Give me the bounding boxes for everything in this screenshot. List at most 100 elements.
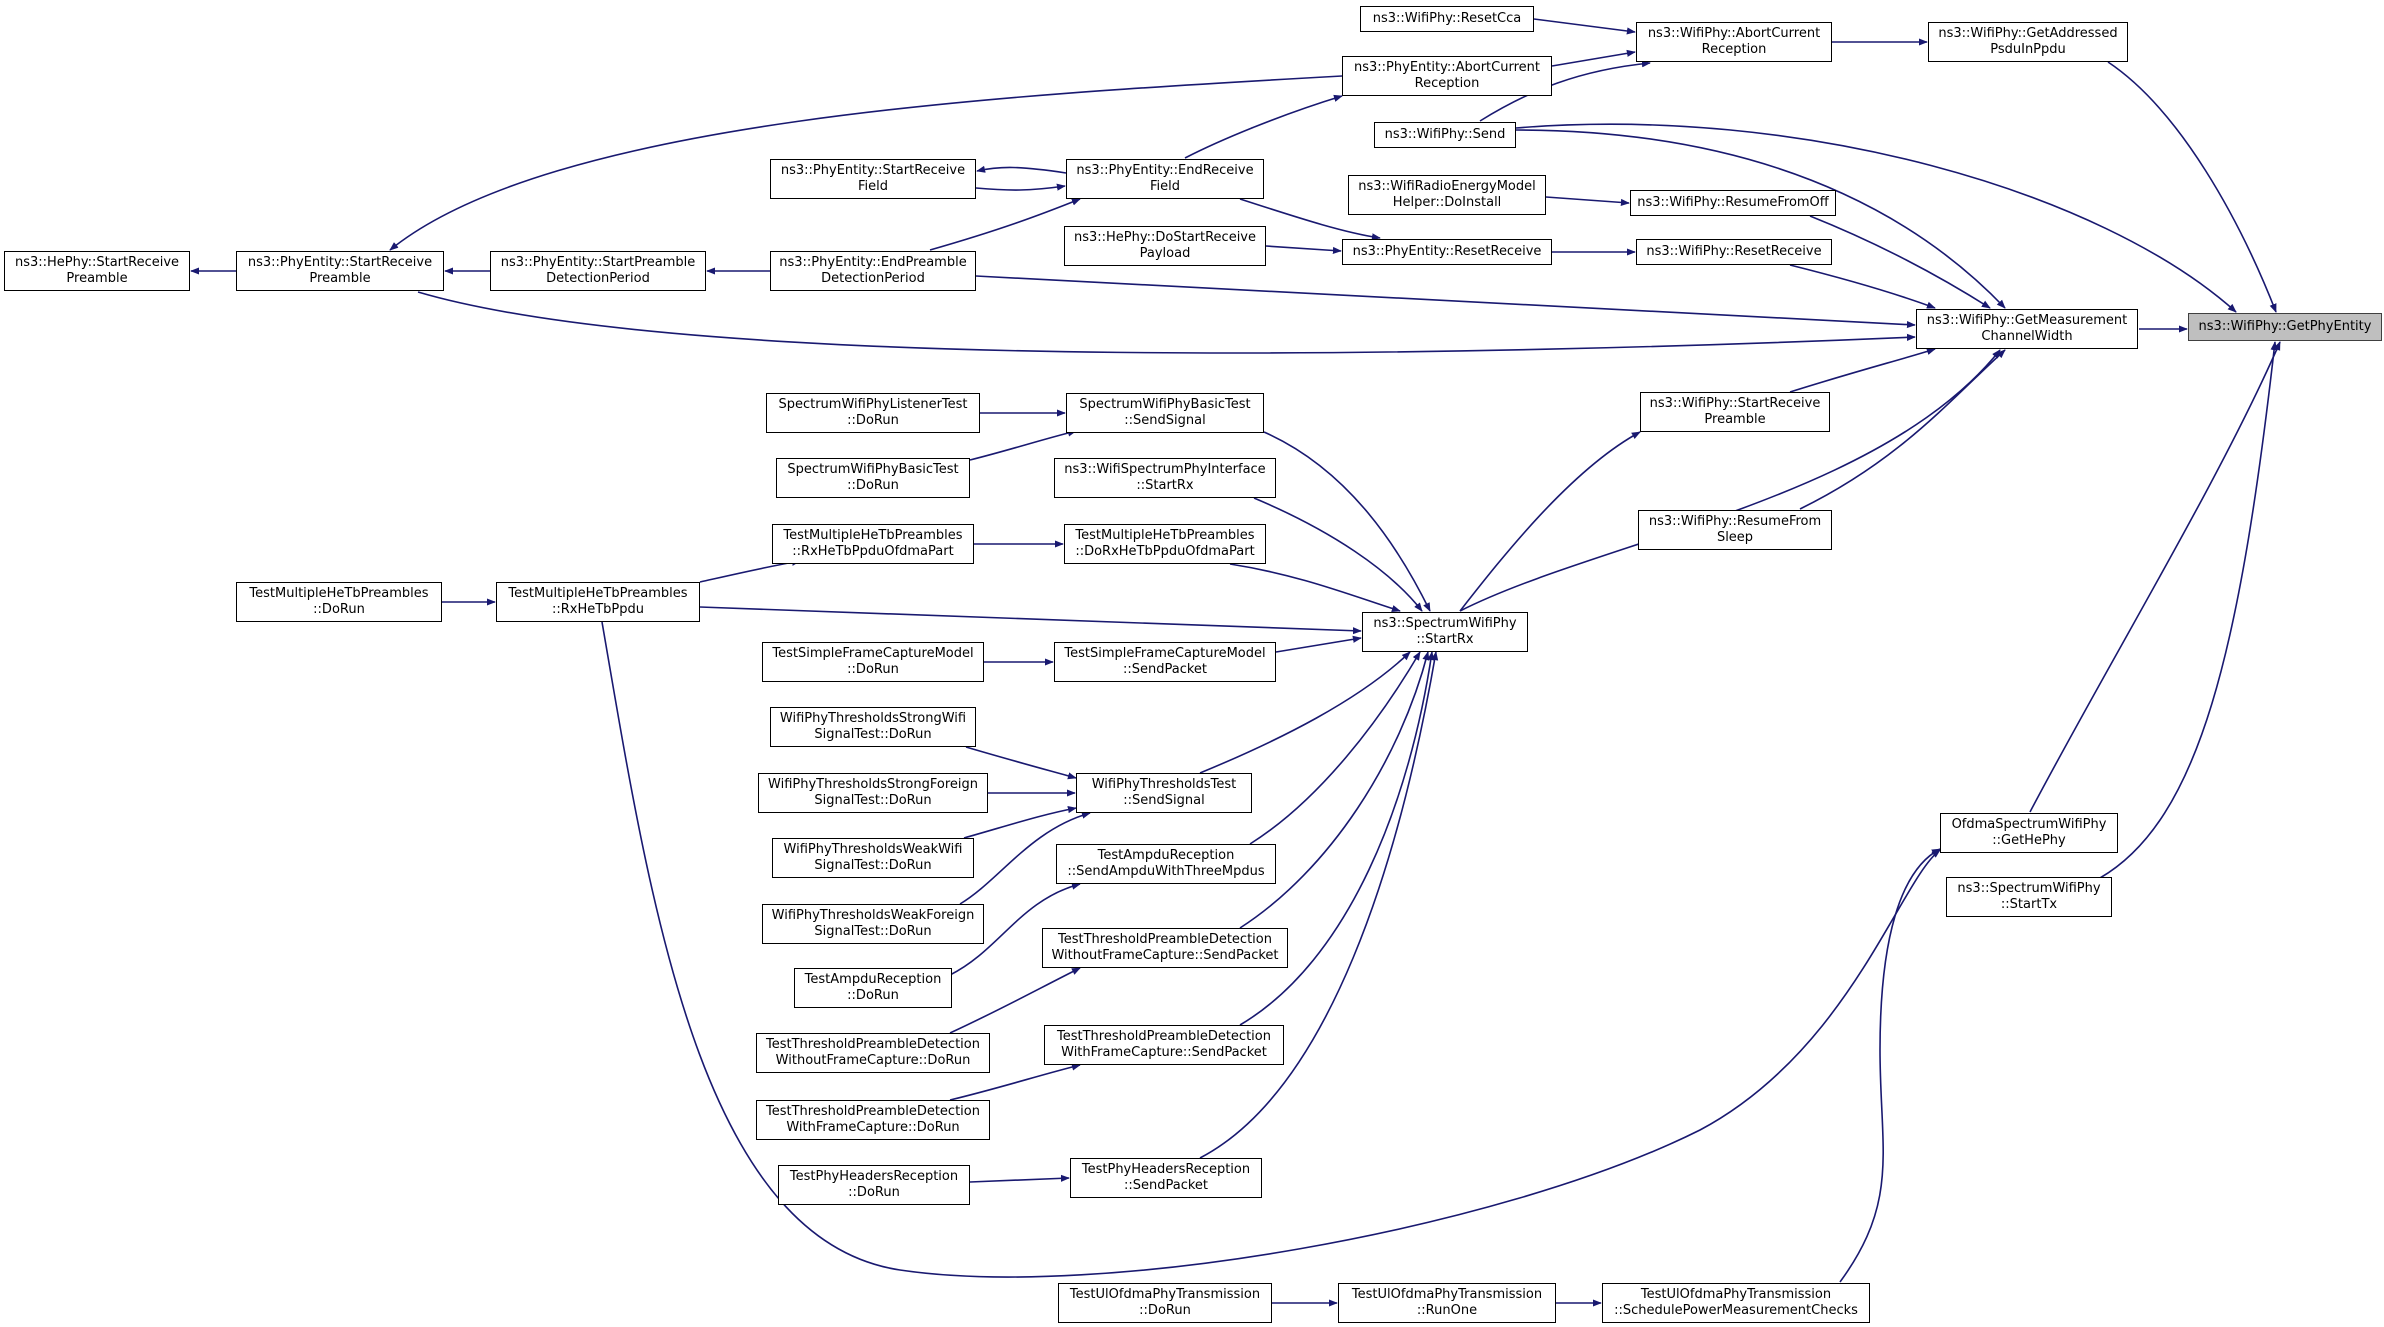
edge-tpdwodorun-to-tpdwosend xyxy=(949,967,1081,1034)
node-spectrumwifiphybasictest-dorun[interactable]: SpectrumWifiPhyBasicTest::DoRun xyxy=(776,458,970,498)
node-label-line: ::DoRun xyxy=(847,413,899,428)
node-testmultiplehetbpreambles-rxhetbppdu[interactable]: TestMultipleHeTbPreambles::RxHeTbPpdu xyxy=(496,582,700,622)
node-testampdureception-sendampduwiththreempdus[interactable]: TestAmpduReception::SendAmpduWithThreeMp… xyxy=(1056,844,1276,884)
edge-tmhrx-to-startrx xyxy=(699,606,1362,635)
edge-dorxofdma-to-startrx xyxy=(1229,563,1401,612)
node-label-line: Preamble xyxy=(1704,412,1766,427)
node-label-line: ::RxHeTbPpduOfdmaPart xyxy=(792,544,954,559)
node-label-line: ::SendAmpduWithThreeMpdus xyxy=(1067,864,1265,879)
node-label-line: TestAmpduReception xyxy=(804,972,942,987)
node-label-line: TestSimpleFrameCaptureModel xyxy=(1064,646,1266,661)
edge-startrxfield-to-endrxfield xyxy=(975,183,1066,191)
node-wifiphy-resetcca[interactable]: ns3::WifiPhy::ResetCca xyxy=(1360,6,1534,32)
node-label-line: ::DoRun xyxy=(847,988,899,1003)
node-wifiphy-resetreceive[interactable]: ns3::WifiPhy::ResetReceive xyxy=(1636,239,1832,265)
node-spectrumwifiphylistenertest-dorun[interactable]: SpectrumWifiPhyListenerTest::DoRun xyxy=(766,393,980,433)
edge-tsfcsend-to-startrx xyxy=(1275,635,1362,653)
node-spectrumwifiphy-startrx[interactable]: ns3::SpectrumWifiPhy::StartRx xyxy=(1362,612,1528,652)
node-label-line: ::DoRun xyxy=(847,478,899,493)
node-label-line: ::StartRx xyxy=(1136,478,1194,493)
edge-startrx-to-wpstartrxpre xyxy=(1459,431,1641,612)
node-wifispectrumphyinterface-startrx[interactable]: ns3::WifiSpectrumPhyInterface::StartRx xyxy=(1054,458,1276,498)
node-label-line: ns3::PhyEntity::ResetReceive xyxy=(1352,244,1542,259)
node-label-line: TestPhyHeadersReception xyxy=(789,1169,959,1184)
node-spectrumwifiphybasictest-sendsignal[interactable]: SpectrumWifiPhyBasicTest::SendSignal xyxy=(1066,393,1264,433)
node-label-line: ns3::WifiPhy::GetMeasurement xyxy=(1926,313,2128,328)
node-testsimpleframecapturemodel-sendpacket[interactable]: TestSimpleFrameCaptureModel::SendPacket xyxy=(1054,642,1276,682)
node-label-line: ::DoRun xyxy=(848,1185,900,1200)
node-label-line: WifiPhyThresholdsStrongForeign xyxy=(768,777,978,792)
node-label-line: SignalTest::DoRun xyxy=(814,858,932,873)
edge-peabort-to-wpabort xyxy=(1551,49,1636,67)
edge-endrxfield-to-peresetrx xyxy=(1239,198,1381,241)
node-label-line: ::SchedulePowerMeasurementChecks xyxy=(1614,1303,1858,1318)
node-testulofdmaphytransmission-schedulepowermeasurementchecks[interactable]: TestUlOfdmaPhyTransmission::SchedulePowe… xyxy=(1602,1283,1870,1323)
edge-enddet-to-getmeascw xyxy=(975,275,1916,329)
node-testmultiplehetbpreambles-dorun[interactable]: TestMultipleHeTbPreambles::DoRun xyxy=(236,582,442,622)
node-label-line: ns3::PhyEntity::EndReceive xyxy=(1076,163,1254,178)
edge-resetcca-to-wpabort xyxy=(1533,18,1636,35)
edge-getaddr-to-root xyxy=(2107,61,2277,313)
edge-tphsend-to-startrx xyxy=(1199,651,1439,1159)
edge-tmhrx-to-gethephy xyxy=(601,621,1941,1278)
node-testsimpleframecapturemodel-dorun[interactable]: TestSimpleFrameCaptureModel::DoRun xyxy=(762,642,984,682)
edge-dostartrxpay-to-peresetrx xyxy=(1265,245,1342,255)
edge-tpdwsend-to-startrx xyxy=(1239,651,1435,1026)
node-label-line: WifiPhyThresholdsStrongWifi xyxy=(779,711,967,726)
edge-gethephy-to-root xyxy=(2029,341,2281,813)
node-testphyheadersreception-sendpacket[interactable]: TestPhyHeadersReception::SendPacket xyxy=(1070,1158,1262,1198)
node-label-line: ::DoRun xyxy=(847,662,899,677)
node-label-line: ::DoRun xyxy=(313,602,365,617)
node-label-line: ::RxHeTbPpdu xyxy=(551,602,645,617)
node-phyentity-resetreceive[interactable]: ns3::PhyEntity::ResetReceive xyxy=(1342,239,1552,265)
edge-resumesleep-to-getmeascw xyxy=(1799,349,2006,510)
node-wifiphythresholdstest-sendsignal[interactable]: WifiPhyThresholdsTest::SendSignal xyxy=(1076,773,1252,813)
node-testulofdmaphytransmission-dorun[interactable]: TestUlOfdmaPhyTransmission::DoRun xyxy=(1058,1283,1272,1323)
node-wifiphy-send[interactable]: ns3::WifiPhy::Send xyxy=(1374,122,1516,148)
node-label-line: ns3::WifiRadioEnergyModel xyxy=(1358,179,1536,194)
node-ofdmaspectrumwifiphy-gethephy[interactable]: OfdmaSpectrumWifiPhy::GetHePhy xyxy=(1940,813,2118,853)
edge-enddet-to-endrxfield xyxy=(929,198,1081,251)
node-label-line: ns3::PhyEntity::StartPreamble xyxy=(500,255,696,270)
node-testmultiplehetbpreambles-dorxhetbppduofdmapart[interactable]: TestMultipleHeTbPreambles::DoRxHeTbPpduO… xyxy=(1064,524,1266,564)
node-testampdureception-dorun[interactable]: TestAmpduReception::DoRun xyxy=(794,968,952,1008)
node-spectrumwifiphy-starttx[interactable]: ns3::SpectrumWifiPhy::StartTx xyxy=(1946,877,2112,917)
edge-endrxfield-to-startrxfield xyxy=(976,165,1067,174)
node-wifiphy-resumefromoff[interactable]: ns3::WifiPhy::ResumeFromOff xyxy=(1630,190,1836,216)
node-label-line: ns3::PhyEntity::AbortCurrent xyxy=(1354,60,1540,75)
edge-startrxpre-to-getmeascw xyxy=(417,291,1916,354)
node-testulofdmaphytransmission-runone[interactable]: TestUlOfdmaPhyTransmission::RunOne xyxy=(1338,1283,1556,1323)
node-testmultiplehetbpreambles-rxhetbppduofdmapart[interactable]: TestMultipleHeTbPreambles::RxHeTbPpduOfd… xyxy=(772,524,974,564)
node-label-line: TestUlOfdmaPhyTransmission xyxy=(1640,1287,1832,1302)
node-label-line: ::RunOne xyxy=(1416,1303,1478,1318)
edge-wpsend-to-getmeascw xyxy=(1515,129,2006,309)
node-testphyheadersreception-dorun[interactable]: TestPhyHeadersReception::DoRun xyxy=(778,1165,970,1205)
node-label-line: ::SendPacket xyxy=(1122,662,1208,677)
edge-strongwifi-to-wptsend xyxy=(965,746,1077,780)
edge-tarsend-to-startrx xyxy=(1249,651,1421,845)
